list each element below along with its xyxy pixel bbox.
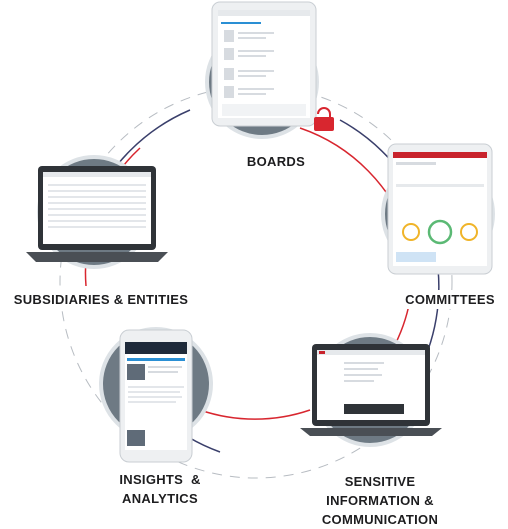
table-row: [48, 202, 146, 204]
insights-line-1: INSIGHTS &: [119, 472, 201, 487]
table-row: [48, 190, 146, 192]
message-line: [344, 362, 384, 364]
article-line: [148, 366, 182, 368]
tablet-footer-panel: [222, 104, 306, 116]
sensitive-line-3: COMMUNICATION: [321, 512, 439, 527]
gauge-center: [427, 219, 453, 245]
body-line: [128, 401, 176, 403]
insights-phone: [119, 329, 193, 463]
doc-thumb: [224, 48, 234, 60]
tablet-screen: [393, 152, 487, 266]
gauge-right: [460, 223, 478, 241]
body-line: [128, 386, 184, 388]
body-line: [128, 391, 180, 393]
committees-label-text: COMMITTEES: [405, 292, 495, 307]
boards-tablet: [211, 1, 317, 127]
brand-mark: [319, 351, 325, 354]
table-row: [48, 208, 146, 210]
app-topbar: [317, 350, 425, 355]
header-line: [396, 162, 436, 165]
laptop-base: [300, 428, 442, 436]
insights-line-2: ANALYTICS: [122, 491, 198, 506]
doc-thumb: [224, 30, 234, 42]
boards-label: BOARDS: [236, 152, 316, 171]
table-row: [48, 184, 146, 186]
doc-line: [238, 55, 266, 57]
doc-line: [238, 88, 274, 90]
message-line: [344, 374, 382, 376]
doc-line: [238, 70, 274, 72]
app-topbar: [43, 172, 151, 177]
table-row: [48, 214, 146, 216]
ring-arc-red-bottom: [199, 409, 311, 420]
subsidiaries-laptop: [26, 166, 168, 262]
body-line: [128, 396, 182, 398]
doc-line: [238, 37, 266, 39]
sensitive-line-2: INFORMATION &: [326, 493, 434, 508]
insights-tab: [127, 358, 185, 361]
phone-header: [125, 342, 187, 354]
tab-strip: [396, 184, 484, 187]
sensitive-laptop: [300, 344, 442, 436]
table-row: [48, 226, 146, 228]
gauge-left: [402, 223, 420, 241]
article-line: [148, 371, 178, 373]
doc-thumb: [224, 68, 234, 80]
doc-line: [238, 32, 274, 34]
committees-label: COMMITTEES: [390, 290, 508, 309]
article-image: [127, 430, 145, 446]
sensitive-label: SENSITIVE INFORMATION & COMMUNICATION: [310, 472, 450, 529]
doc-line: [238, 75, 266, 77]
ecosystem-diagram: [26, 1, 495, 479]
doc-thumb: [224, 86, 234, 98]
laptop-base: [26, 252, 168, 262]
boards-label-text: BOARDS: [246, 154, 306, 169]
doc-line: [238, 93, 266, 95]
table-row: [48, 196, 146, 198]
dark-preview: [344, 404, 404, 414]
article-image: [127, 364, 145, 380]
subsidiaries-label: SUBSIDIARIES & ENTITIES: [2, 290, 200, 309]
sensitive-line-1: SENSITIVE: [344, 474, 416, 489]
subsidiaries-label-text: SUBSIDIARIES & ENTITIES: [13, 292, 189, 307]
table-row: [48, 220, 146, 222]
doc-line: [238, 50, 274, 52]
message-line: [344, 380, 374, 382]
insights-label: INSIGHTS & ANALYTICS: [100, 470, 220, 508]
tablet-topbar: [218, 10, 310, 16]
tablet-brand-bar: [393, 152, 487, 158]
tablet-screen: [218, 10, 310, 118]
committees-tablet: [387, 143, 493, 275]
padlock-icon: [314, 107, 334, 131]
message-line: [344, 368, 378, 370]
tablet-link: [221, 22, 261, 24]
bottom-panel: [396, 252, 436, 262]
